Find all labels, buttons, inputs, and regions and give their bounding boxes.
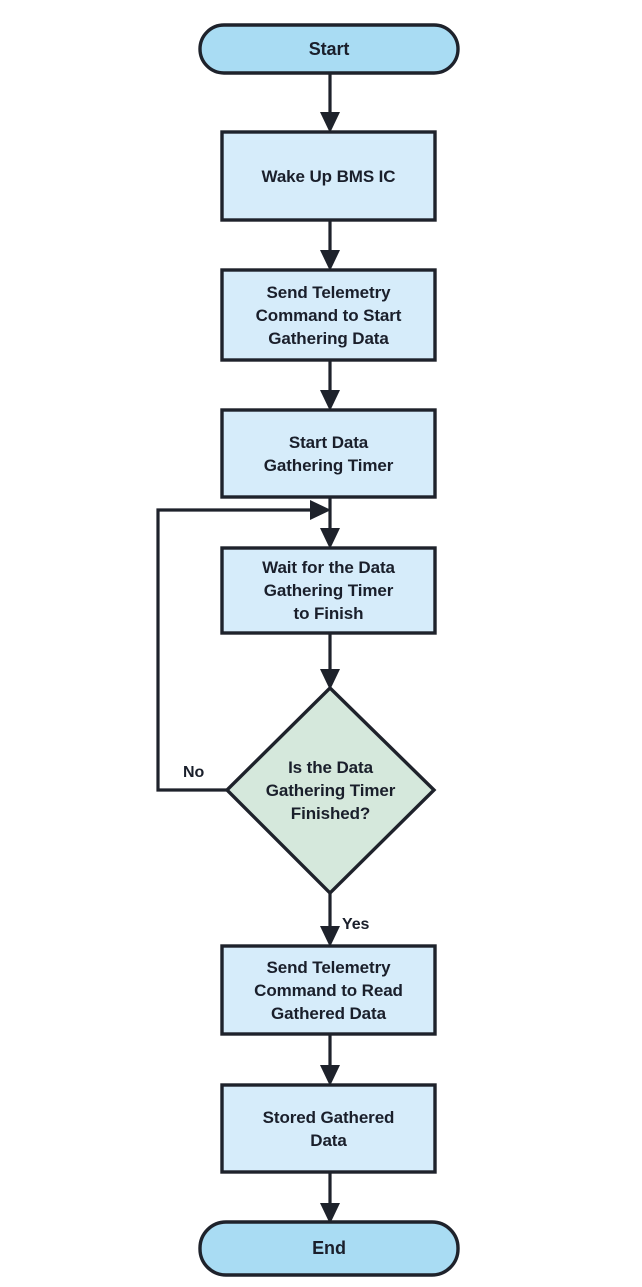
edge-label-yes: Yes [342, 916, 370, 933]
node-wait-for-timer[interactable] [220, 546, 437, 635]
node-start-data-gathering-timer[interactable] [220, 408, 437, 499]
node-send-telemetry-start[interactable] [220, 268, 437, 362]
arrowhead-send-read-to-stored [320, 1065, 340, 1086]
node-timer-finished-decision[interactable] [224, 685, 437, 896]
arrowhead-decision-yes [320, 926, 340, 947]
node-wake-up-bms-ic[interactable] [220, 130, 437, 222]
node-start[interactable] [198, 23, 460, 75]
edge-label-no: No [183, 764, 205, 781]
node-end[interactable] [198, 1220, 460, 1277]
node-send-telemetry-read[interactable] [220, 944, 437, 1036]
edge-decision-no-loop [156, 508, 315, 792]
arrowhead-wait-to-decision [320, 669, 340, 690]
arrowhead-start-to-wake [320, 112, 340, 133]
arrowhead-send-start-to-timer [320, 390, 340, 411]
arrowhead-no-loop [310, 500, 331, 520]
arrowhead-timer-to-wait [320, 528, 340, 549]
node-stored-gathered-data[interactable] [220, 1083, 437, 1174]
arrowhead-stored-to-end [320, 1203, 340, 1224]
arrowhead-wake-to-send-start [320, 250, 340, 271]
